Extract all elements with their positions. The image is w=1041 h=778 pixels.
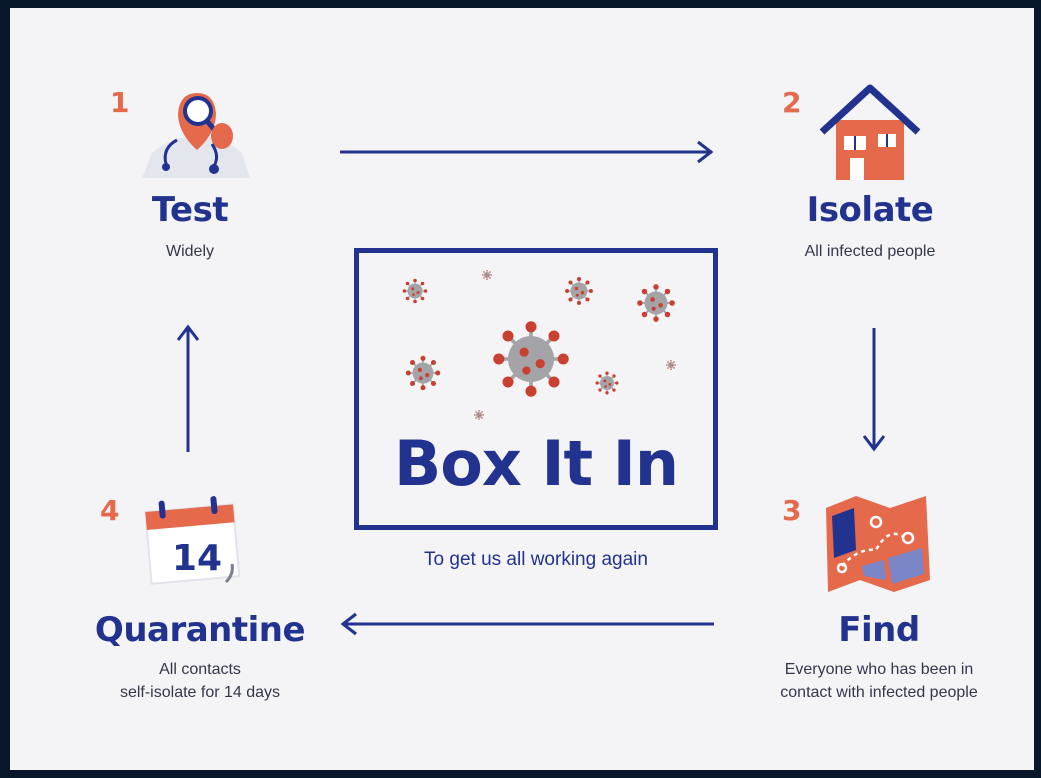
calendar-icon: 14 [138,486,248,596]
arrow-down-isolate-to-find [862,328,886,452]
step-3-subtitle-line-2: contact with infected people [780,684,978,701]
step-2-number: 2 [782,86,802,119]
step-3-subtitle-line-1: Everyone who has been in [784,661,974,678]
arrow-left-find-to-quarantine [340,612,714,636]
house-icon [810,74,930,184]
map-icon [818,488,938,598]
step-2-subtitle-line-1: All infected people [804,243,936,260]
box-it-in-frame: Box It In [354,248,718,530]
arrow-right-test-to-isolate [340,140,714,164]
doctor-magnifier-icon [142,78,252,178]
center-title: Box It In [394,427,679,500]
infographic-panel: 1 Test Widely 2 I [10,8,1034,770]
step-4-title: Quarantine [94,610,306,650]
step-3-number: 3 [782,494,802,527]
step-1-title: Test [151,190,229,230]
step-2-title: Isolate [806,190,934,230]
step-1-number: 1 [110,86,130,119]
step-3-title: Find [838,610,920,650]
arrow-up-quarantine-to-test [176,324,200,452]
step-4-subtitle-line-2: self-isolate for 14 days [119,684,281,701]
step-4-subtitle-line-1: All contacts [159,661,241,678]
calendar-day-text: 14 [172,538,222,579]
center-tagline: To get us all working again [424,549,648,570]
step-1-subtitle-line-1: Widely [165,243,214,260]
step-4-number: 4 [100,494,120,527]
